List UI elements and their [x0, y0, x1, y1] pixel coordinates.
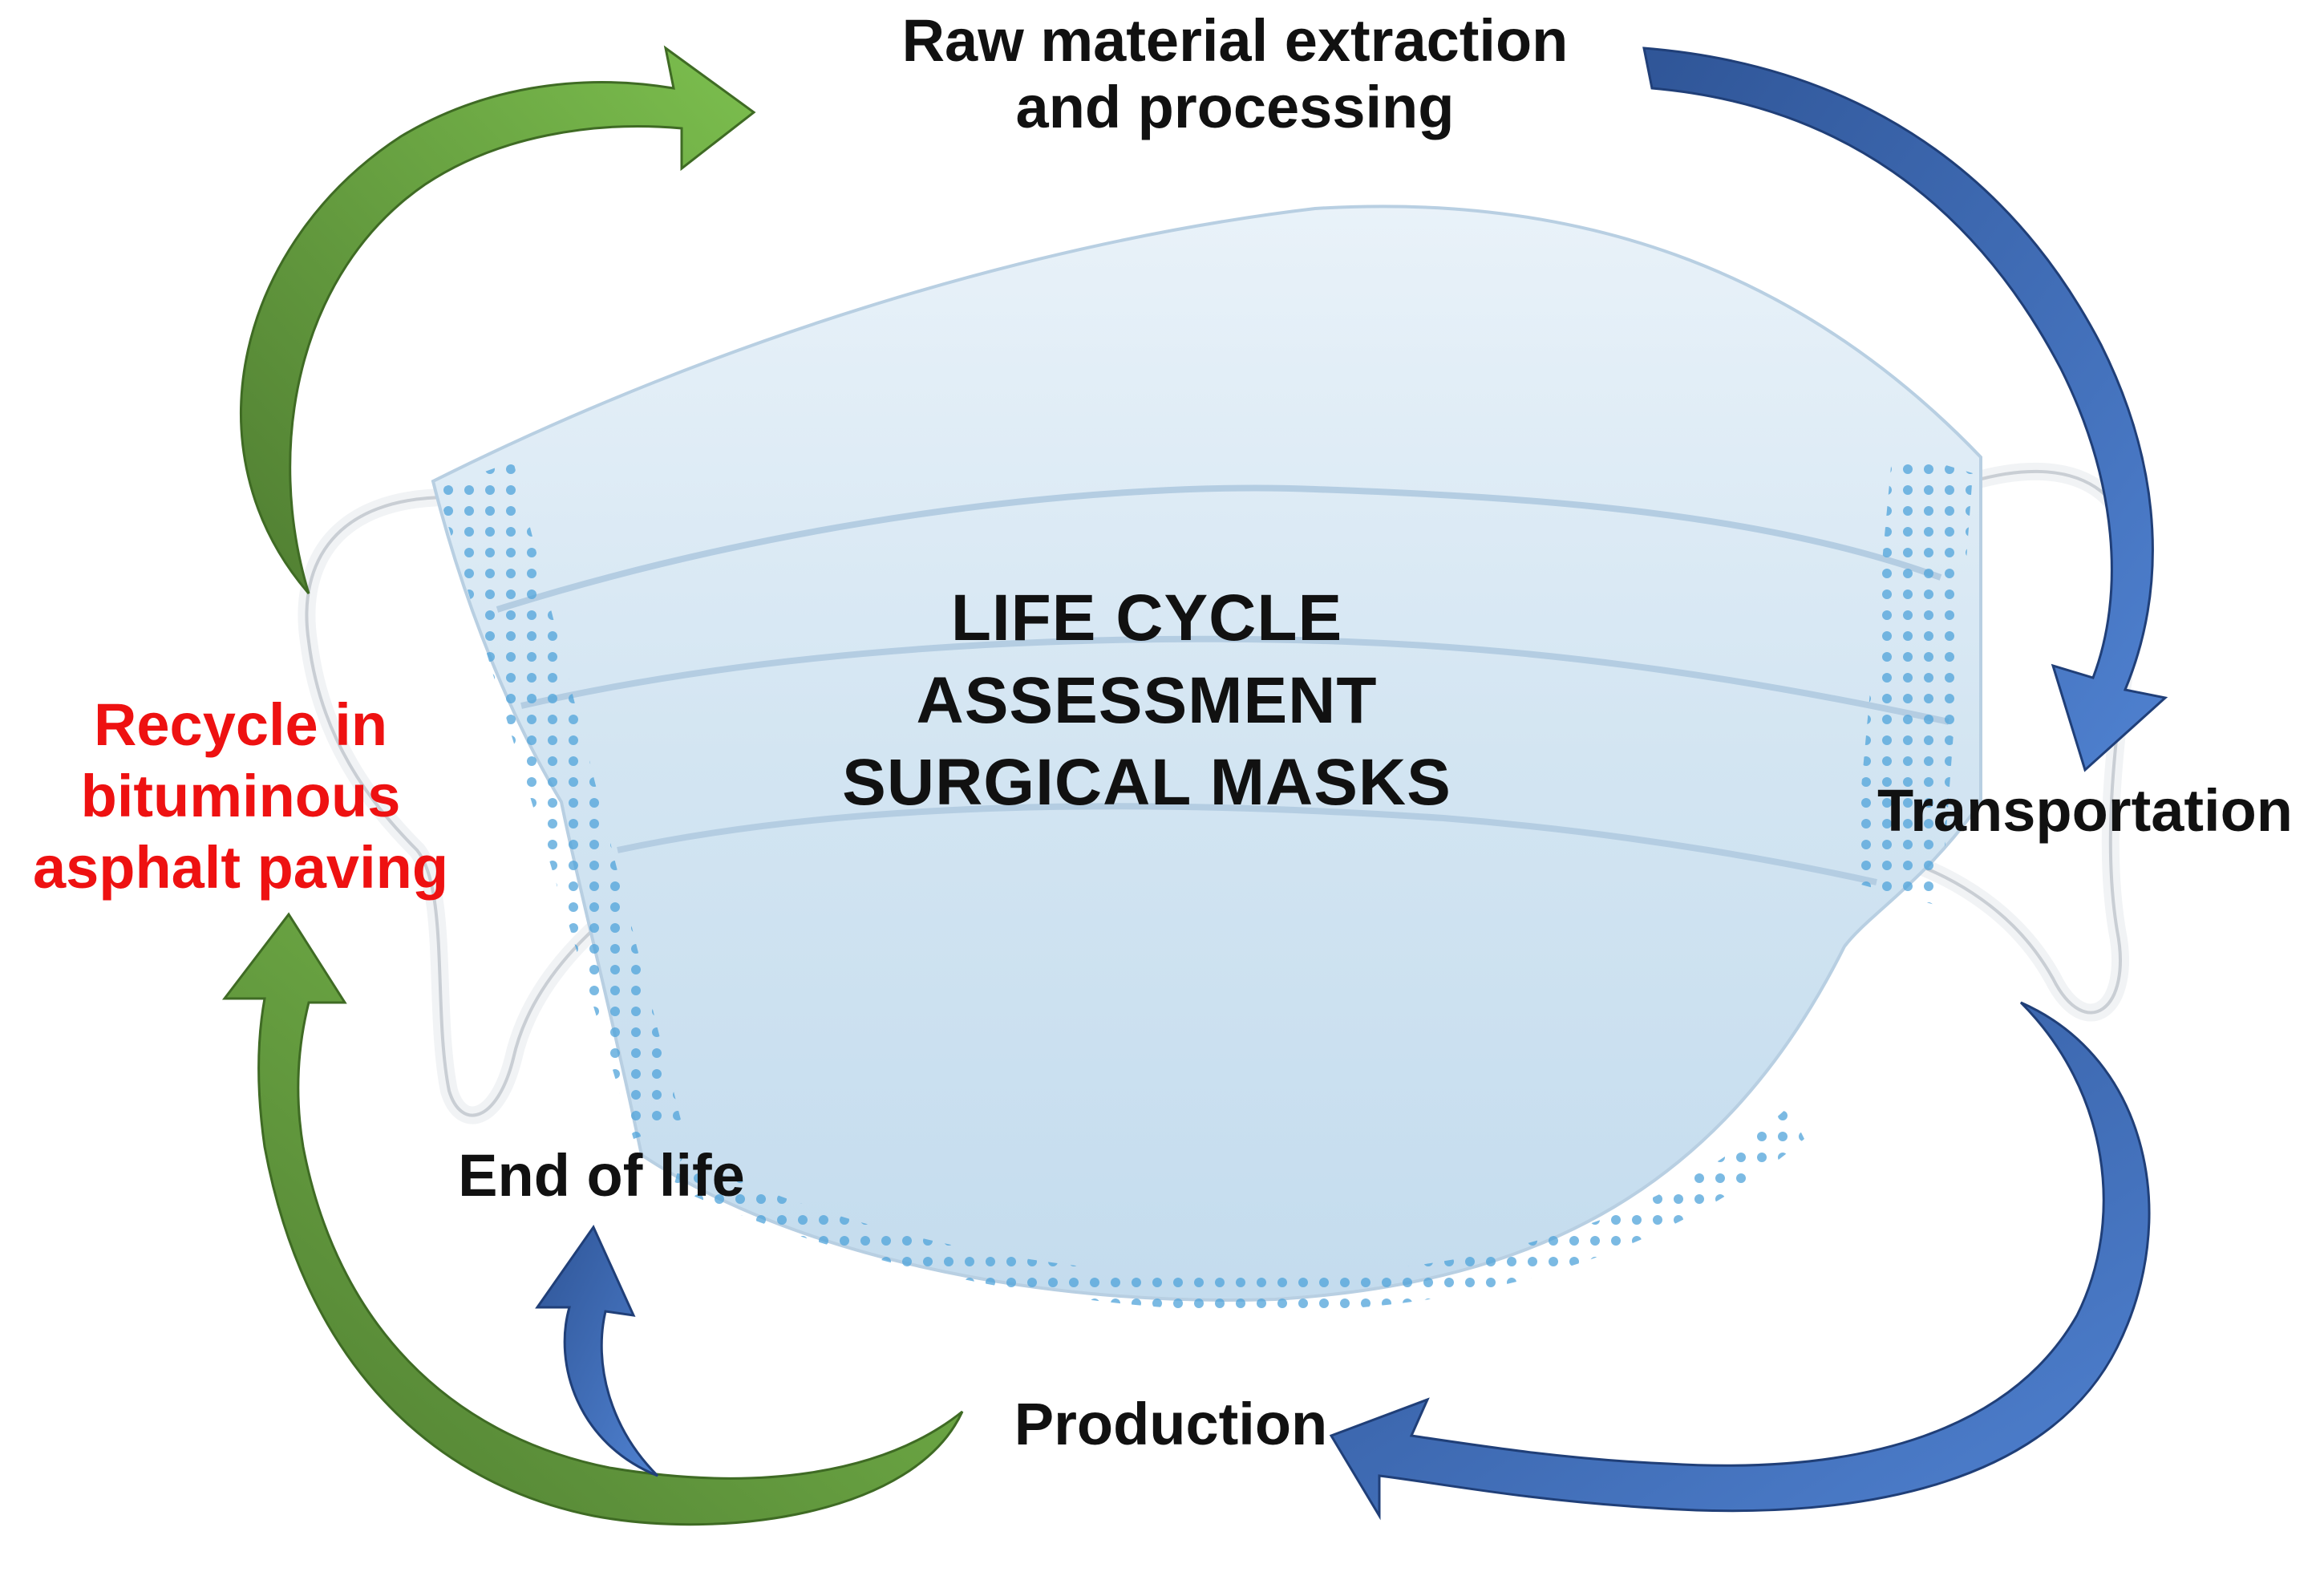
green-arrow-production-to-recycle: [221, 912, 964, 1526]
mask-pleat-middle: [520, 635, 1949, 725]
recycle-line-2: bituminous: [80, 762, 401, 829]
surgical-mask-illustration: [298, 205, 2145, 1312]
blue-arrow-production-to-end-of-life: [535, 1224, 659, 1477]
blue-arrow-raw-material-to-transportation: [1642, 47, 2168, 772]
left-dot-band: [437, 461, 682, 1139]
blue-arrow-transportation-to-production: [1329, 1001, 2151, 1521]
bottom-dot-band: [674, 1107, 1804, 1312]
right-dot-band: [1852, 449, 1973, 906]
recycle-line-3: asphalt paving: [32, 833, 449, 901]
mask-pleat-bottom: [617, 803, 1877, 885]
center-title: LIFE CYCLE ASSESSMENT SURGICAL MASKS: [770, 577, 1524, 824]
stage-raw-material-label: Raw material extraction and processing: [834, 7, 1636, 141]
stage-end-of-life-label: End of life: [458, 1142, 745, 1209]
stage-transportation-label: Transportation: [1877, 777, 2294, 844]
raw-material-line-2: and processing: [1015, 73, 1455, 140]
stage-recycle-label: Recycle in bituminous asphalt paving: [16, 690, 465, 903]
center-title-line-1: LIFE CYCLE: [950, 581, 1343, 654]
stage-production-label: Production: [1014, 1391, 1328, 1457]
recycle-line-1: Recycle in: [93, 691, 388, 758]
raw-material-line-1: Raw material extraction: [901, 7, 1569, 74]
center-title-line-2: ASSESSMENT: [916, 663, 1378, 737]
center-title-line-3: SURGICAL MASKS: [842, 746, 1451, 819]
green-arrow-recycle-to-raw-material: [240, 45, 756, 594]
mask-pleat-top: [496, 484, 1942, 613]
